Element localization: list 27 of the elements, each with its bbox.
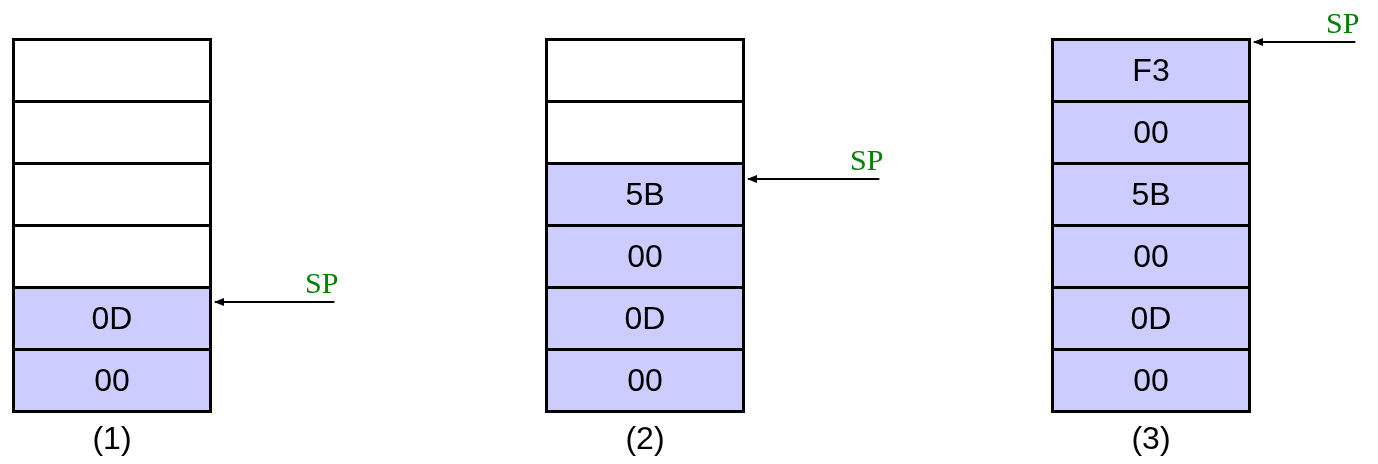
stack-cell: 0D (545, 286, 745, 351)
stack-cell: 00 (545, 224, 745, 289)
stack-caption: (1) (92, 420, 132, 456)
empty-stack-cell (545, 38, 745, 103)
stack-cell: F3 (1051, 38, 1251, 103)
empty-stack-cell (12, 38, 212, 103)
stack-pointer-label: SP (305, 268, 339, 298)
stack-caption: (2) (625, 420, 665, 456)
stack-pointer-label: SP (850, 145, 884, 175)
stack-cell: 0D (12, 286, 212, 351)
stack-cell: 5B (1051, 162, 1251, 227)
stack-cell: 5B (545, 162, 745, 227)
empty-stack-cell (12, 100, 212, 165)
stack-cell: 00 (1051, 224, 1251, 289)
stack-cell: 00 (1051, 348, 1251, 413)
arrow (214, 298, 336, 306)
empty-stack-cell (12, 224, 212, 289)
arrow (747, 175, 881, 183)
arrow (1253, 38, 1357, 46)
empty-stack-cell (545, 100, 745, 165)
stack-cell: 0D (1051, 286, 1251, 351)
stack-cell: 00 (1051, 100, 1251, 165)
stack-cell: 00 (12, 348, 212, 413)
stack-cell: 00 (545, 348, 745, 413)
stack-pointer-label: SP (1326, 8, 1360, 38)
empty-stack-cell (12, 162, 212, 227)
stack-caption: (3) (1131, 420, 1171, 456)
